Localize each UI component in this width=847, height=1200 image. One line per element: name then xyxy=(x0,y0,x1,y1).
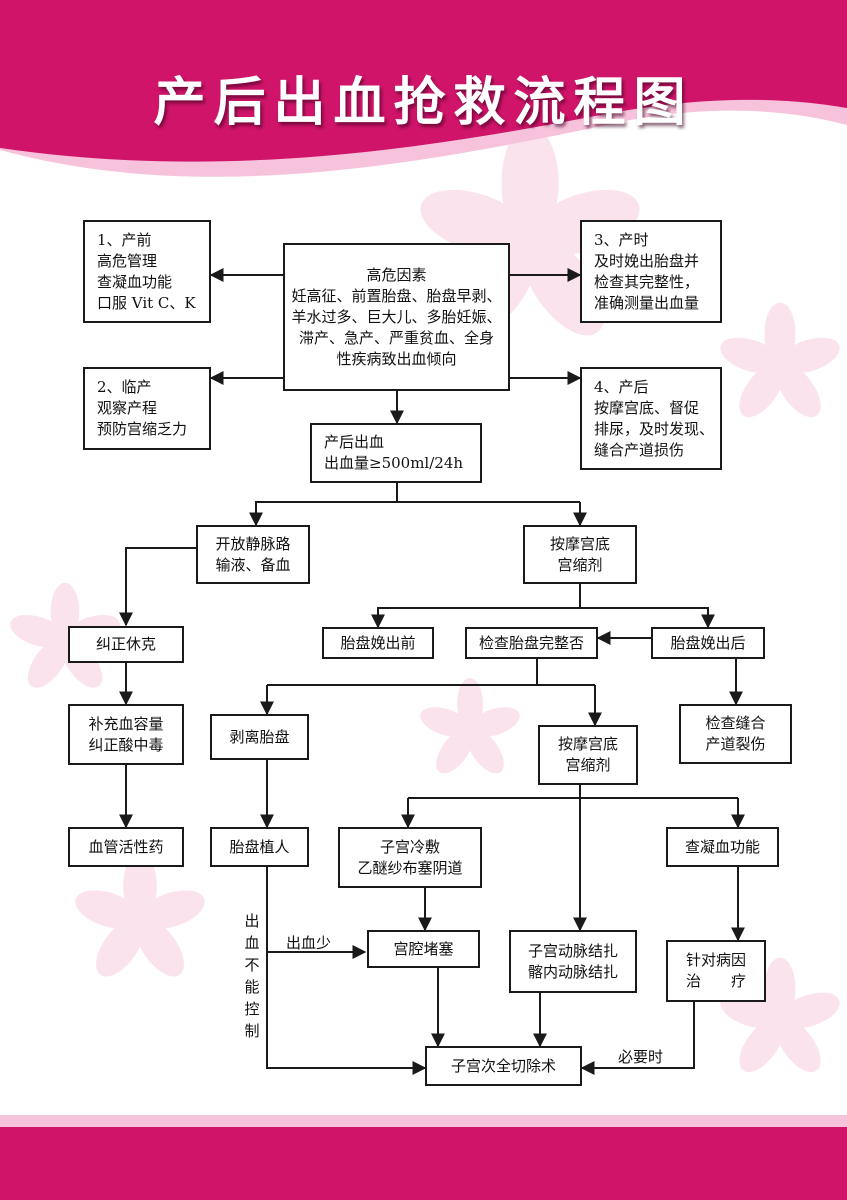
node-placenta-accreta: 胎盘植人 xyxy=(210,827,309,867)
node-fundal-massage-2: 按摩宫底 宫缩剂 xyxy=(538,725,638,785)
label-little-bleeding: 出血少 xyxy=(286,934,332,952)
label-when-necessary: 必要时 xyxy=(618,1048,664,1066)
node-coagulation: 查凝血功能 xyxy=(666,827,779,867)
node-labor: 2、临产 观察产程 预防宫缩乏力 xyxy=(83,367,211,450)
edge-massage-branch xyxy=(371,584,581,629)
node-iv-access: 开放静脉路 输液、备血 xyxy=(196,525,310,584)
node-check-suture: 检查缝合 产道裂伤 xyxy=(679,704,792,764)
node-check-placenta: 检查胎盘完整否 xyxy=(465,627,598,659)
node-fundal-massage-1: 按摩宫底 宫缩剂 xyxy=(523,525,637,584)
edge-iv-to-shock xyxy=(119,547,196,627)
node-vasoactive: 血管活性药 xyxy=(68,827,184,867)
node-after-placenta: 胎盘娩出后 xyxy=(651,627,765,659)
node-postpartum: 4、产后 按摩宫底、督促 排尿，及时发现、 缝合产道损伤 xyxy=(580,367,722,470)
edge-pph-branch xyxy=(255,482,398,525)
edge-cause-to-hysterectomy xyxy=(580,1002,695,1075)
node-uterine-packing: 宫腔堵塞 xyxy=(367,930,480,968)
edge-accreta-to-hysterectomy xyxy=(266,867,427,1075)
node-antenatal: 1、产前 高危管理 查凝血功能 口服 Vit C、K xyxy=(83,220,211,323)
node-peel-placenta: 剥离胎盘 xyxy=(210,714,309,760)
node-correct-shock: 纠正休克 xyxy=(68,626,184,663)
page-title: 产后出血抢救流程图 xyxy=(153,73,694,133)
node-intrapartum: 3、产时 及时娩出胎盘并 检查其完整性， 准确测量出血量 xyxy=(580,220,722,323)
node-risk-factors: 高危因素 妊高征、前置胎盘、胎盘早剥、 羊水过多、巨大儿、多胎妊娠、 滞产、急产… xyxy=(283,243,510,391)
node-hysterectomy: 子宫次全切除术 xyxy=(425,1046,582,1086)
node-treat-cause: 针对病因 治 疗 xyxy=(666,940,766,1002)
label-uncontrolled-bleeding: 出 血 不 能 控 制 xyxy=(244,912,260,1040)
node-volume: 补充血容量 纠正酸中毒 xyxy=(68,704,184,765)
node-pph: 产后出血 出血量≥500ml/24h xyxy=(310,423,482,483)
node-artery-ligation: 子宫动脉结扎 髂内动脉结扎 xyxy=(509,930,637,993)
node-before-placenta: 胎盘娩出前 xyxy=(322,627,434,659)
node-cold-compress: 子宫冷敷 乙醚纱布塞阴道 xyxy=(338,827,482,888)
